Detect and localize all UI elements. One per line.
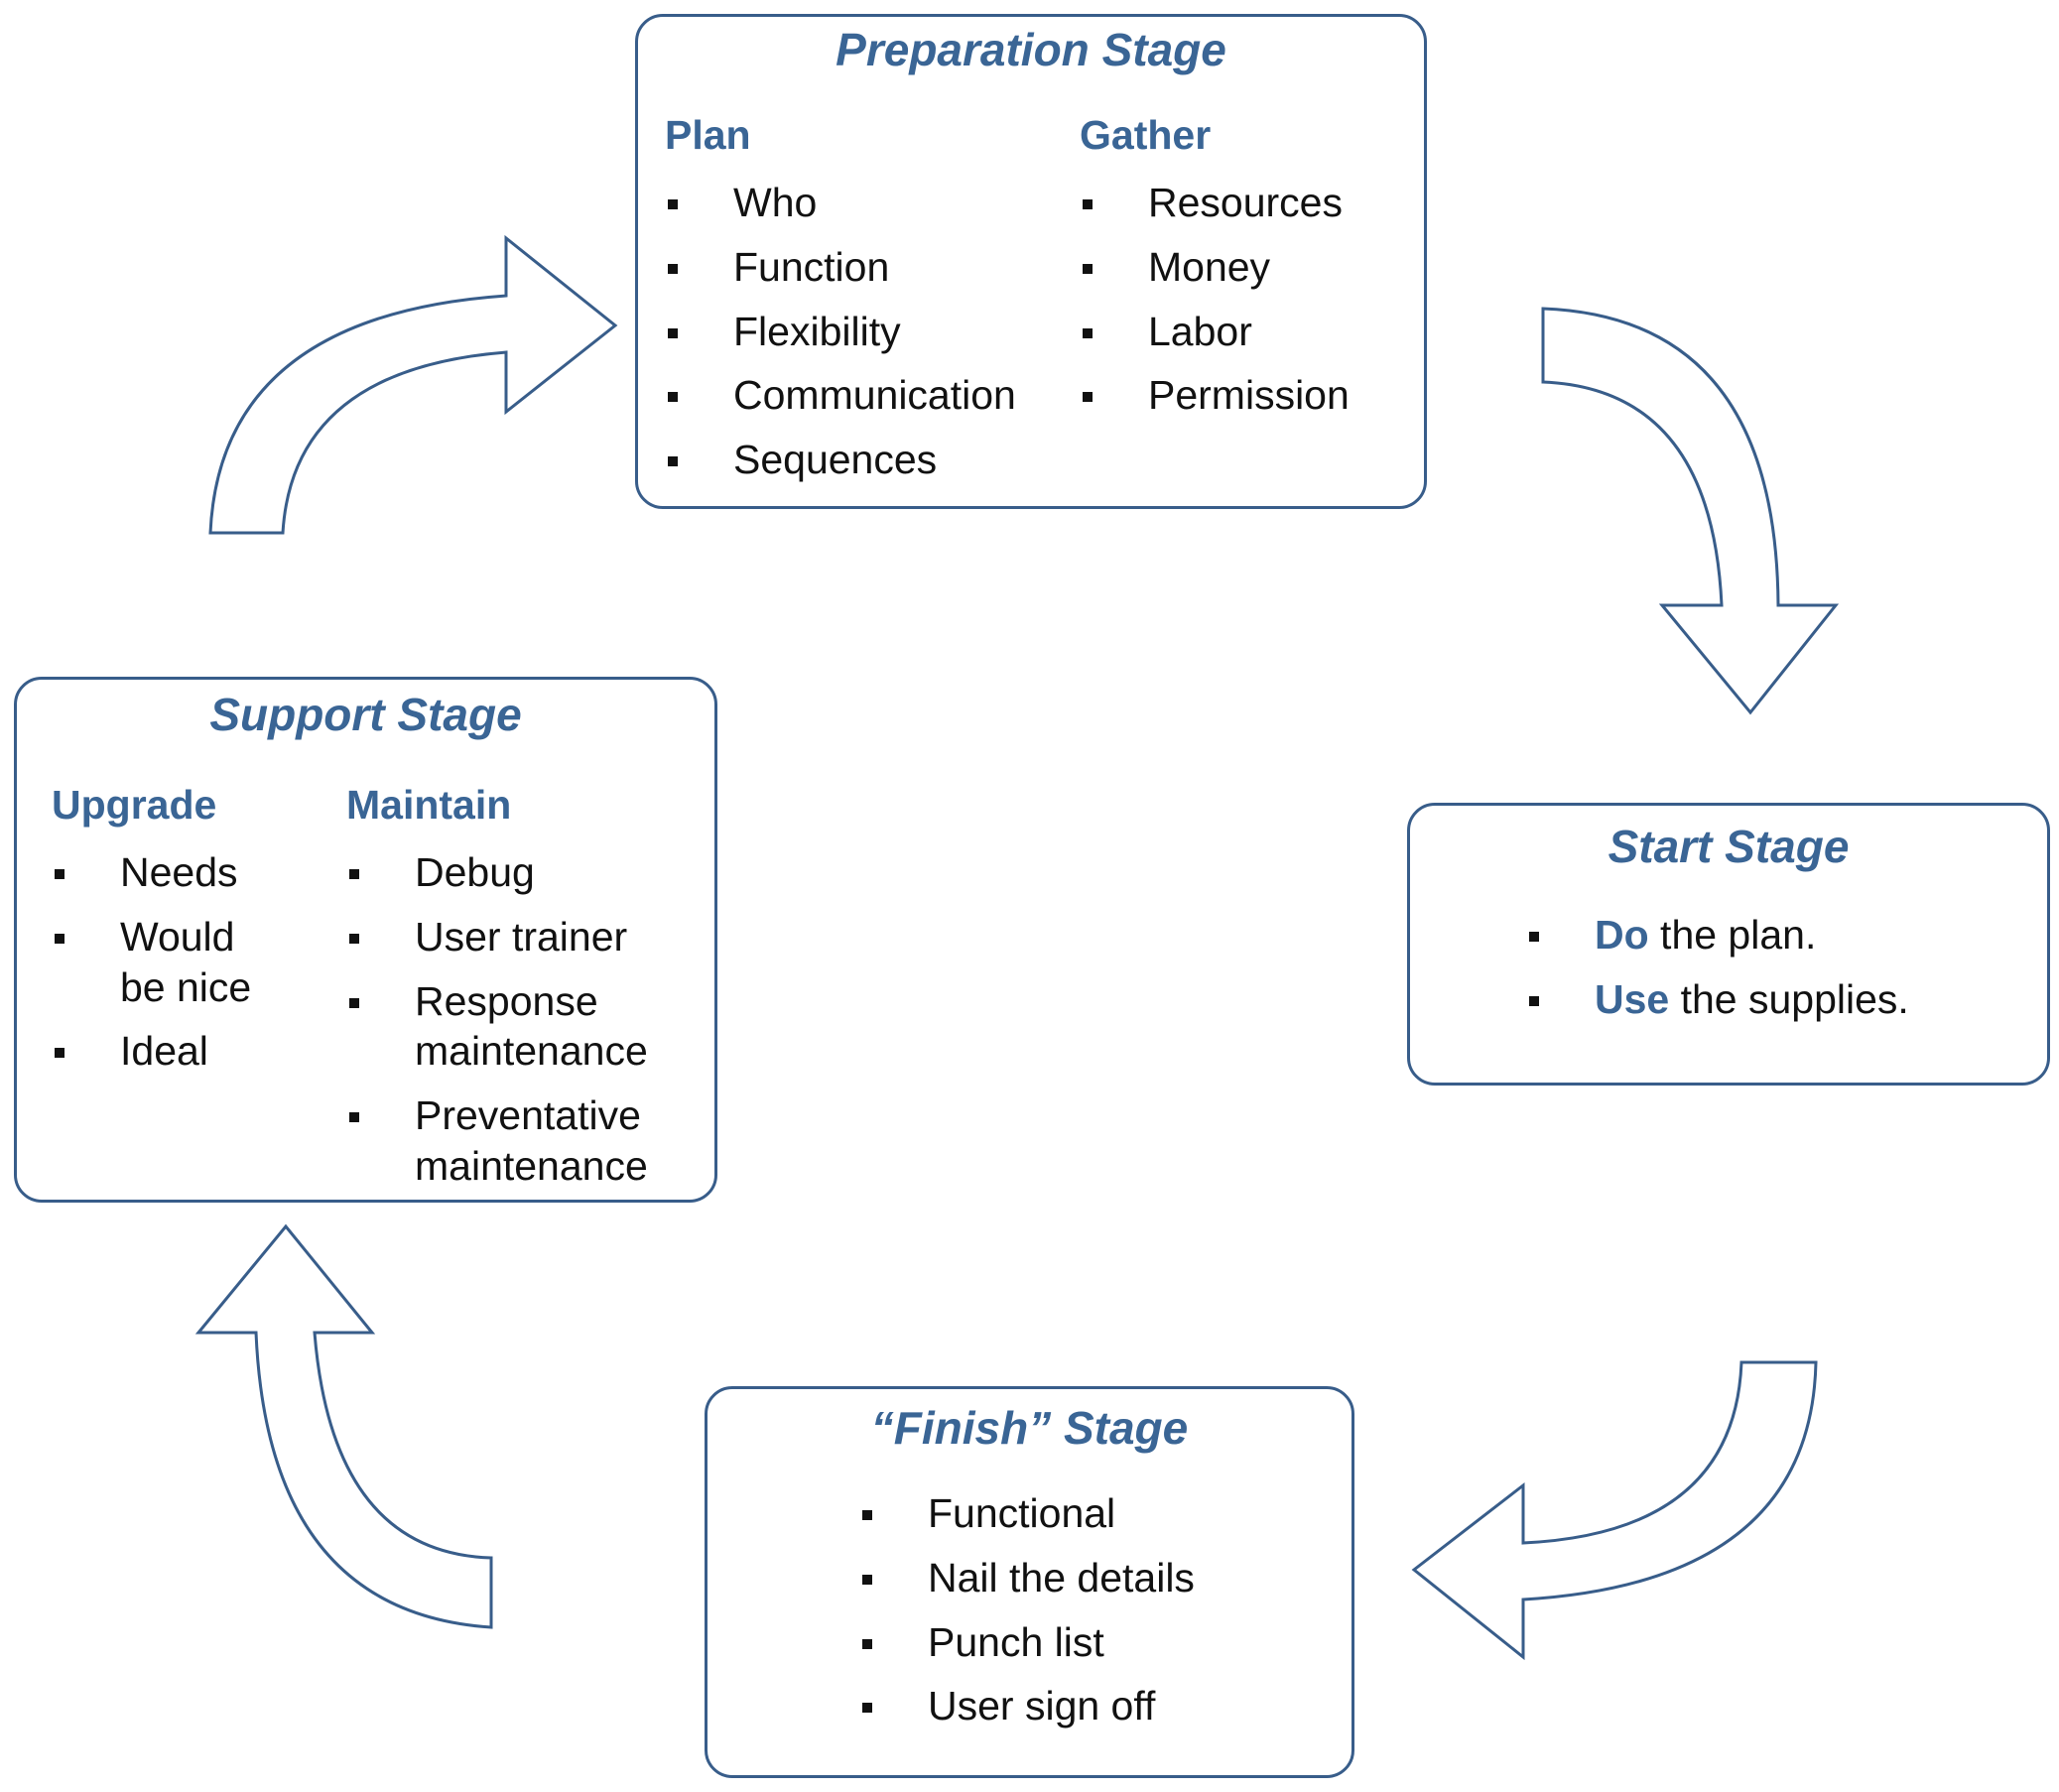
plan-list: Who Function Flexibility Communication S… [665, 178, 1016, 485]
arrow-support-to-preparation [208, 234, 618, 535]
list-item: Function [665, 242, 1016, 293]
list-item: Money [1080, 242, 1350, 293]
start-stage-box: Start Stage Do the plan. Use the supplie… [1407, 803, 2050, 1086]
list-item: Flexibility [665, 307, 1016, 357]
item-text: the supplies. [1669, 975, 1909, 1022]
list-item: Permission [1080, 370, 1350, 421]
start-stage-title: Start Stage [1608, 821, 1850, 872]
arrow-preparation-to-start [1541, 307, 1840, 715]
list-item: Functional [859, 1488, 1195, 1539]
list-item: Labor [1080, 307, 1350, 357]
preparation-stage-box: Preparation Stage Plan Who Function Flex… [635, 14, 1427, 509]
plan-heading: Plan [665, 112, 751, 158]
item-text: the plan. [1648, 912, 1817, 958]
support-stage-box: Support Stage Upgrade Needs Would be nic… [14, 677, 717, 1203]
gather-heading: Gather [1080, 112, 1212, 158]
list-item: Punch list [859, 1617, 1195, 1668]
support-stage-title: Support Stage [209, 689, 522, 740]
list-item: Resources [1080, 178, 1350, 228]
upgrade-list: Needs Would be nice Ideal [52, 847, 265, 1077]
list-item: User trainer [346, 912, 684, 962]
finish-list: Functional Nail the details Punch list U… [859, 1488, 1195, 1745]
maintain-column: Maintain Debug User trainer Response mai… [346, 785, 684, 1206]
finish-stage-title: “Finish” Stage [870, 1402, 1189, 1454]
upgrade-column: Upgrade Needs Would be nice Ideal [52, 785, 265, 1090]
list-item: Use the supplies. [1526, 974, 1909, 1025]
list-item: Who [665, 178, 1016, 228]
list-item: Nail the details [859, 1553, 1195, 1603]
plan-column: Plan Who Function Flexibility Communicat… [665, 115, 1016, 499]
list-item: Communication [665, 370, 1016, 421]
list-item: Needs [52, 847, 265, 898]
gather-column: Gather Resources Money Labor Permission [1080, 115, 1350, 435]
preparation-stage-title: Preparation Stage [836, 24, 1226, 75]
start-list: Do the plan. Use the supplies. [1526, 910, 1909, 1039]
list-item: Sequences [665, 435, 1016, 485]
list-item: Would be nice [52, 912, 254, 1013]
keyword-do: Do [1595, 912, 1649, 958]
gather-list: Resources Money Labor Permission [1080, 178, 1350, 421]
finish-stage-box: “Finish” Stage Functional Nail the detai… [705, 1386, 1354, 1778]
keyword-use: Use [1595, 975, 1670, 1022]
list-item: Do the plan. [1526, 910, 1909, 960]
list-item: Response maintenance [346, 976, 673, 1078]
upgrade-heading: Upgrade [52, 782, 217, 828]
maintain-list: Debug User trainer Response maintenance … [346, 847, 684, 1192]
list-item: Debug [346, 847, 684, 898]
arrow-finish-to-support [194, 1223, 493, 1629]
maintain-heading: Maintain [346, 782, 512, 828]
list-item: Ideal [52, 1026, 265, 1077]
arrow-start-to-finish [1411, 1360, 1818, 1661]
list-item: User sign off [859, 1681, 1195, 1731]
list-item: Preventative maintenance [346, 1090, 673, 1192]
